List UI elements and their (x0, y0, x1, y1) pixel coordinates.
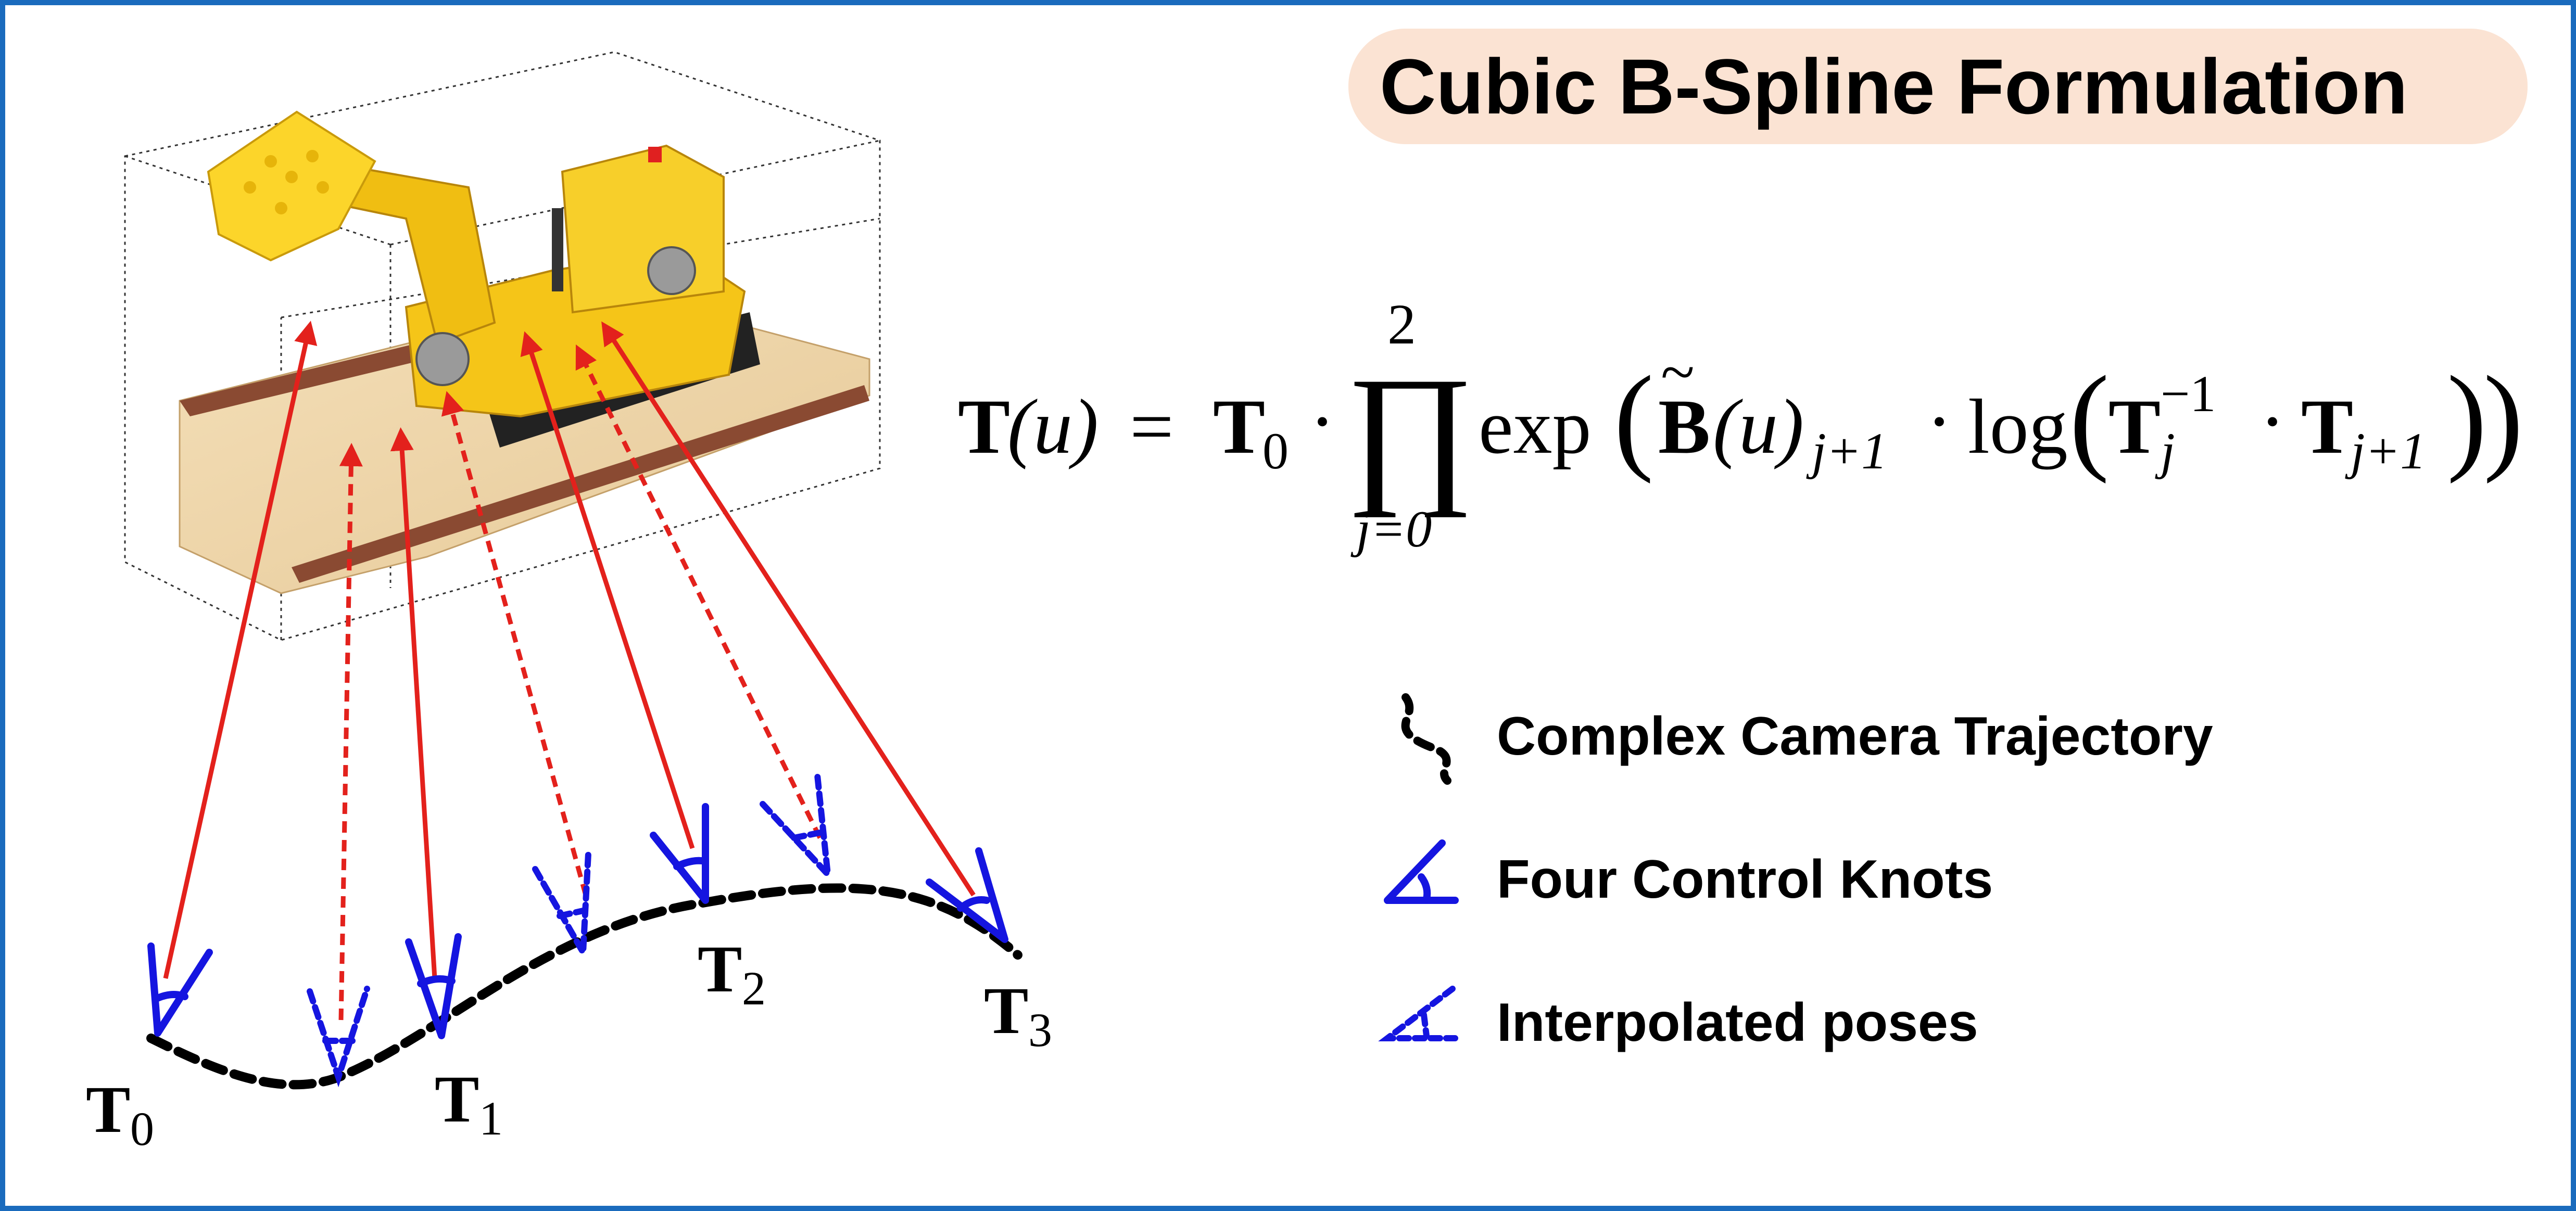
arrow-interp-0 (338, 443, 363, 1021)
svg-text:T: T (435, 1062, 479, 1136)
bulldozer-bucket (207, 110, 376, 262)
svg-text:2: 2 (742, 962, 766, 1015)
svg-text:·: · (2259, 378, 2285, 465)
title-block: Cubic B-Spline Formulation (1348, 29, 2528, 144)
svg-text:T: T (1213, 384, 1265, 470)
svg-text:−1: −1 (2161, 365, 2216, 423)
rail-right (292, 385, 869, 583)
svg-text:1: 1 (479, 1092, 503, 1145)
knot-label-3: T 3 (984, 974, 1052, 1056)
camera-icon-knot-0 (147, 942, 213, 1037)
svg-text:Complex Camera Trajectory: Complex Camera Trajectory (1497, 706, 2213, 767)
legend-item-interpolated: Interpolated poses (1378, 986, 1978, 1053)
svg-text:T: T (984, 974, 1028, 1048)
knot-label-0: T 0 (86, 1073, 154, 1155)
cabin-light (648, 147, 662, 162)
svg-text:3: 3 (1028, 1003, 1052, 1056)
arrow-knot-0 (163, 321, 318, 979)
svg-text:=: = (1130, 384, 1174, 470)
camera-icon-knot-1 (405, 933, 462, 1039)
camera-icon-knot-2 (650, 803, 709, 904)
svg-text:exp: exp (1479, 384, 1592, 470)
lego-bulldozer-scene (179, 110, 870, 594)
svg-text:T: T (86, 1073, 130, 1146)
svg-text:log: log (1968, 384, 2068, 470)
legend-item-control-knots: Four Control Knots (1384, 839, 1993, 910)
svg-text:·: · (1926, 378, 1952, 465)
trajectory-legend-icon (1401, 693, 1451, 785)
camera-trajectory (146, 883, 1022, 1090)
svg-text:(: ( (2069, 351, 2110, 484)
arrow-interp-1 (441, 391, 588, 896)
svg-text:(: ( (1614, 351, 1654, 484)
svg-text:T: T (958, 384, 1010, 470)
svg-text:(u): (u) (1713, 384, 1804, 470)
svg-text:T: T (2108, 384, 2161, 470)
legend: Complex Camera Trajectory Four Control K… (1378, 693, 2213, 1053)
arrow-knot-2 (520, 331, 695, 849)
svg-text:2: 2 (1387, 292, 1416, 356)
svg-text:B: B (1658, 384, 1710, 470)
camera-icon-interp-0 (307, 986, 370, 1088)
svg-text:∏: ∏ (1346, 345, 1474, 518)
spline-formula: T (u) = T 0 · ∏ 2 j=0 exp ( ~ B (u) j+1 … (958, 292, 2523, 558)
svg-text:j=0: j=0 (1350, 500, 1432, 558)
arrow-knot-1 (390, 427, 437, 979)
svg-text:Four Control Knots: Four Control Knots (1497, 849, 1993, 910)
svg-text:·: · (1309, 378, 1335, 465)
svg-text:): ) (2447, 351, 2487, 484)
projection-arrows (163, 321, 976, 1021)
svg-text:0: 0 (1262, 422, 1289, 480)
svg-text:j+1: j+1 (2345, 422, 2426, 480)
svg-text:j+1: j+1 (1806, 422, 1887, 480)
interpolated-legend-icon (1378, 986, 1458, 1041)
title: Cubic B-Spline Formulation (1380, 43, 2408, 130)
bulldozer-cabin (561, 144, 725, 314)
camera-icon-interp-1 (532, 850, 591, 963)
svg-text:T: T (2301, 384, 2353, 470)
camera-icon-knot-3 (926, 847, 1008, 943)
control-knot-legend-icon (1384, 839, 1459, 904)
svg-text:~: ~ (1661, 337, 1695, 406)
svg-text:0: 0 (130, 1102, 154, 1155)
arrow-knot-3 (601, 321, 976, 897)
svg-text:(u): (u) (1007, 384, 1098, 470)
legend-item-trajectory: Complex Camera Trajectory (1401, 693, 2213, 785)
svg-text:Interpolated poses: Interpolated poses (1497, 992, 1978, 1053)
knot-label-2: T 2 (698, 932, 766, 1015)
knot-label-1: T 1 (435, 1062, 503, 1145)
arrow-interp-2 (575, 344, 823, 839)
svg-text:): ) (2483, 351, 2523, 484)
svg-text:T: T (698, 932, 742, 1006)
title-background (1348, 29, 2528, 144)
rail-left (180, 343, 427, 416)
camera-icon-interp-2 (760, 772, 832, 884)
